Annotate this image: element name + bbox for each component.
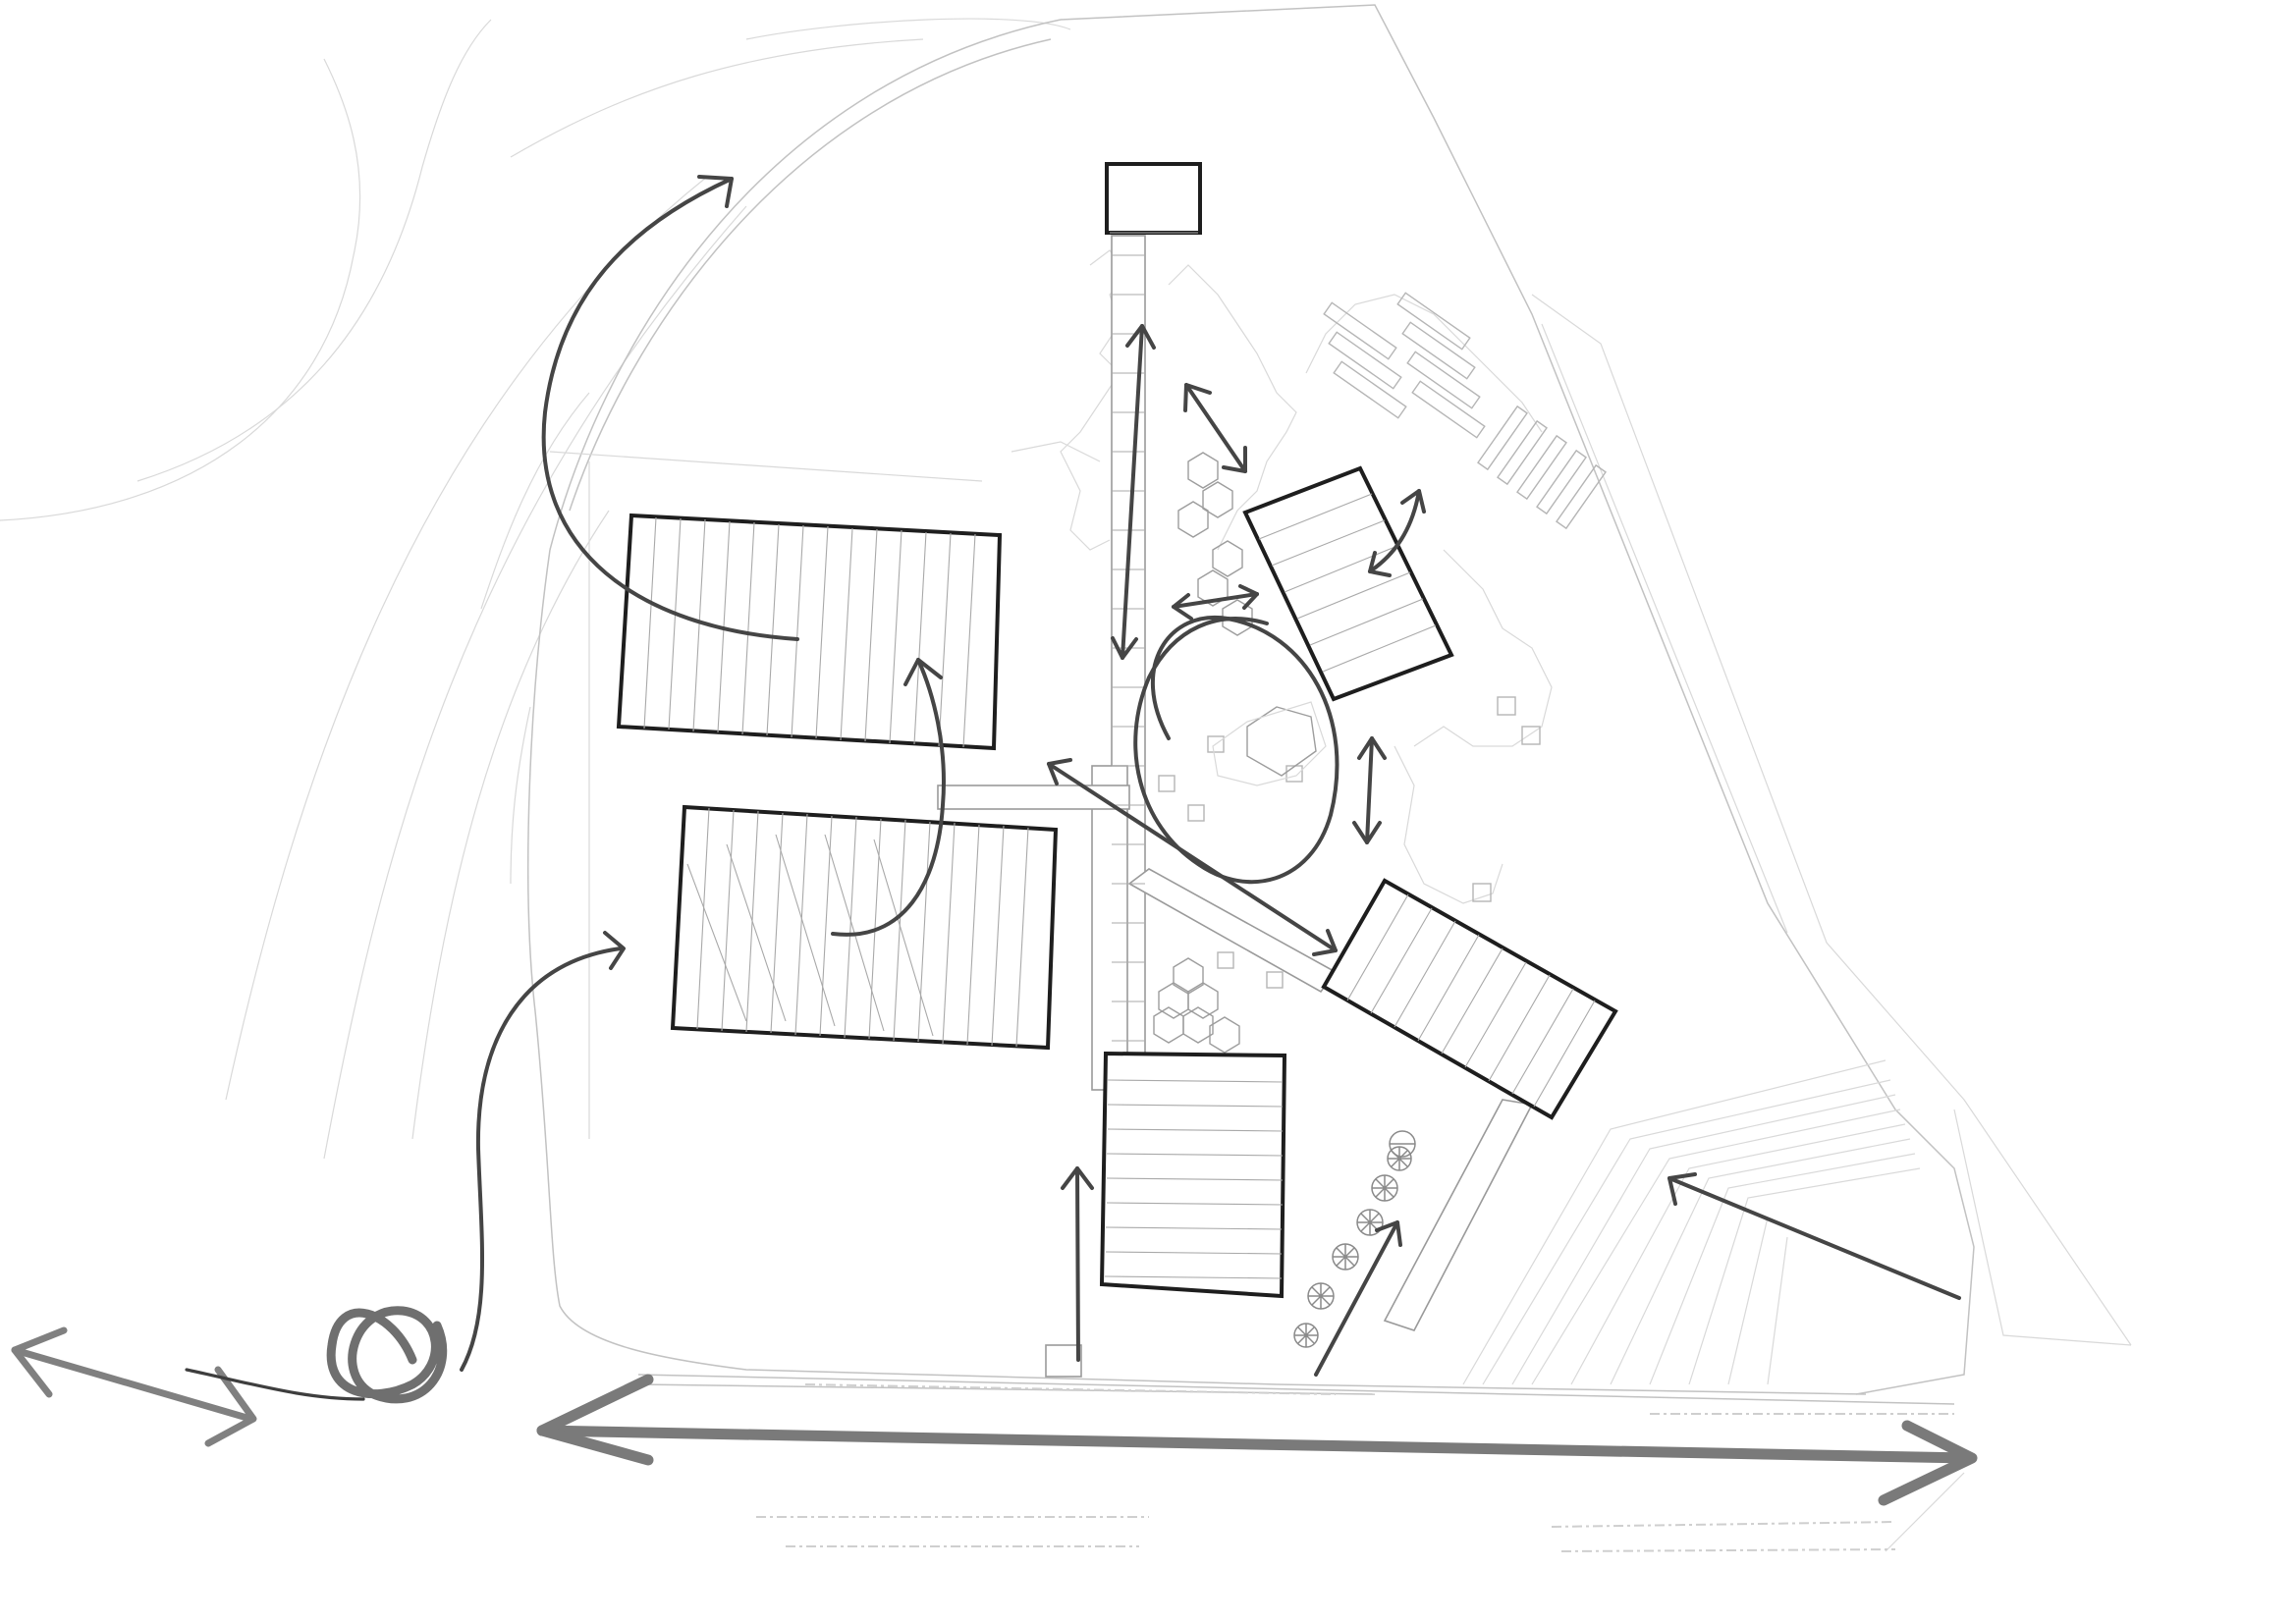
west-block-lower xyxy=(670,804,1059,1051)
planters xyxy=(1158,696,1541,989)
circulation-arrows xyxy=(460,175,1961,1377)
terraced-landscape xyxy=(1462,1059,1921,1385)
buildings xyxy=(616,162,1618,1299)
south-gate xyxy=(1045,1344,1082,1378)
plaza-loop-arrow xyxy=(1133,584,1339,885)
site-context-lines xyxy=(0,4,2132,1552)
plaza-double-arrow xyxy=(1352,736,1387,844)
north-pavilion xyxy=(1105,162,1202,235)
seating-grid xyxy=(1323,292,1607,530)
southwest-curved-arrow xyxy=(460,931,626,1372)
roundabout-loop xyxy=(326,1306,448,1404)
road-arrows xyxy=(11,1306,1978,1506)
west-block-inner-curved-arrow xyxy=(831,658,946,937)
south-block xyxy=(1099,1051,1287,1299)
east-upper-curved-double-arrow xyxy=(1368,489,1426,577)
garden-double-arrow xyxy=(1183,383,1247,473)
east-ramp-walkway xyxy=(1383,1099,1534,1331)
main-road-double-arrow xyxy=(536,1374,1978,1506)
plaza-inner-outline xyxy=(1212,701,1327,786)
east-block-lower xyxy=(1321,878,1618,1120)
east-block-upper xyxy=(1242,465,1454,702)
east-approach-arrow xyxy=(1667,1172,1961,1300)
tree-row-arrow xyxy=(1314,1220,1402,1377)
west-block-upper xyxy=(616,513,1003,751)
spine-double-arrow xyxy=(1111,324,1156,660)
tree-row xyxy=(1293,1130,1416,1348)
northwest-curved-arrow xyxy=(541,175,799,641)
diagonal-double-arrow xyxy=(1047,758,1338,956)
south-entry-arrow xyxy=(1061,1166,1094,1362)
southwest-road-double-arrow xyxy=(11,1326,365,1447)
hex-pavers xyxy=(1153,452,1317,1054)
